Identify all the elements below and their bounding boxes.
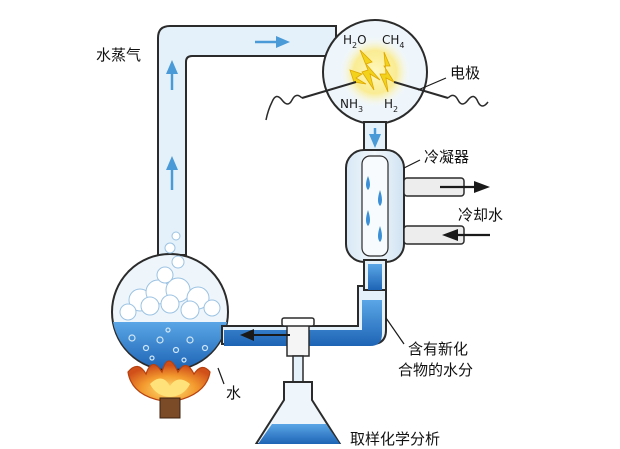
label-steam: 水蒸气 <box>96 46 142 64</box>
condenser <box>345 149 465 291</box>
sampling-flask <box>254 381 342 444</box>
steam-tube <box>157 25 337 256</box>
steam-cloud <box>119 231 221 321</box>
cooling-water-arrows <box>440 181 490 241</box>
label-new-compounds-line2: 合物的水分 <box>398 361 474 379</box>
label-water: 水 <box>226 384 242 402</box>
bubbles <box>128 327 209 363</box>
molecule-ch4: CH4 <box>382 33 405 50</box>
label-sampling: 取样化学分析 <box>350 430 441 448</box>
spark-icon <box>349 49 396 93</box>
molecule-h2o: H2O <box>343 33 367 50</box>
leader-lines <box>217 77 447 385</box>
molecule-nh3: NH3 <box>340 97 363 114</box>
droplets <box>366 176 382 242</box>
label-condenser: 冷凝器 <box>424 148 470 166</box>
label-new-compounds-line1: 含有新化 <box>408 340 469 358</box>
stopcock-valve <box>281 317 315 385</box>
boiling-flask <box>111 231 229 371</box>
electrode-coil-icon <box>265 94 489 121</box>
spark-chamber: H2O CH4 NH3 H2 <box>265 19 489 125</box>
return-arrow-icon <box>240 329 290 341</box>
molecule-h2: H2 <box>384 97 398 114</box>
label-electrode: 电极 <box>450 64 481 82</box>
flow-arrow-icon <box>166 36 381 190</box>
electrodes <box>301 81 449 99</box>
label-cooling-water: 冷却水 <box>458 206 504 224</box>
flame-icon <box>127 360 211 419</box>
